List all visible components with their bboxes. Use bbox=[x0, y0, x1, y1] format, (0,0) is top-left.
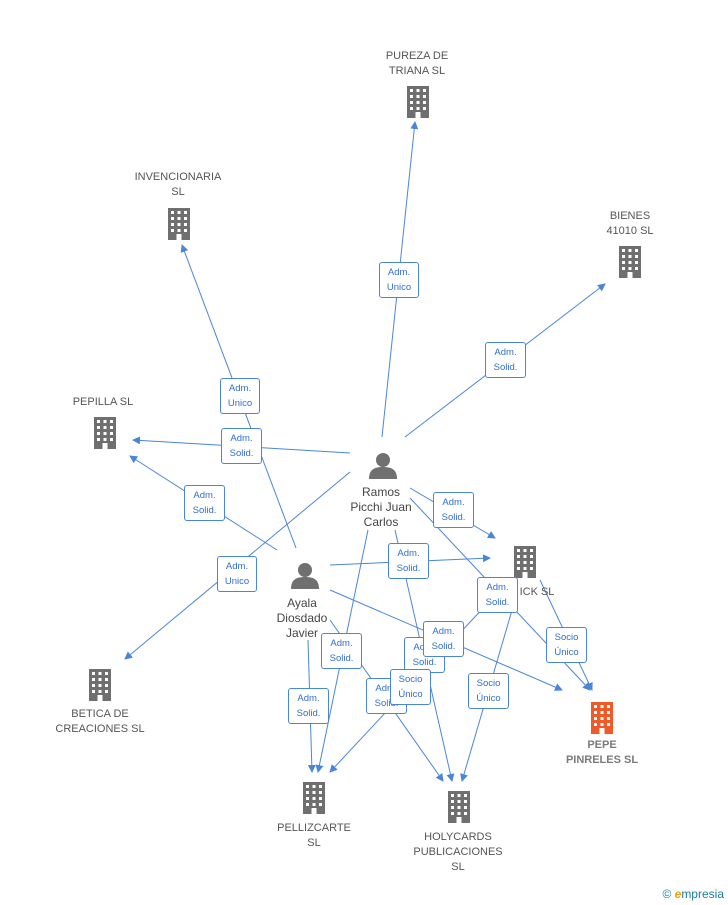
company-label-bienes[interactable]: BIENES 41010 SL bbox=[606, 210, 654, 237]
brand-name: mpresia bbox=[681, 887, 724, 901]
edge-label-ramos-pureza: Adm. Unico bbox=[379, 262, 419, 298]
pureza-building-icon[interactable] bbox=[407, 86, 429, 118]
edge-label-ramos-pepilla: Adm. Solid. bbox=[221, 428, 262, 464]
edge-label-ick-pellizcarte: Adm. Solid. bbox=[477, 577, 518, 613]
betica-building-icon[interactable] bbox=[89, 669, 111, 701]
edge-label-ick-pepe: Socio Único bbox=[546, 627, 587, 663]
person-label-ayala[interactable]: Ayala Diosdado Javier bbox=[276, 596, 328, 640]
edge-label-ayala-pepilla: Adm. Solid. bbox=[184, 485, 225, 521]
pepilla-building-icon[interactable] bbox=[94, 417, 116, 449]
pepe-building-icon[interactable] bbox=[591, 702, 613, 734]
invencionaria-building-icon[interactable] bbox=[168, 208, 190, 240]
empresia-watermark: © empresia bbox=[662, 887, 724, 901]
edge-label-ramos-bienes: Adm. Solid. bbox=[485, 342, 526, 378]
edge-label-ayala-invencionaria: Adm. Unico bbox=[220, 378, 260, 414]
edge-label-ayala-holycards: Socio Único bbox=[390, 669, 431, 705]
person-label-ramos[interactable]: Ramos Picchi Juan Carlos bbox=[350, 485, 412, 529]
company-label-pepe[interactable]: PEPE PINRELES SL bbox=[565, 739, 639, 766]
edge-label-ayala-ick: Adm. Solid. bbox=[388, 543, 429, 579]
pellizcarte-building-icon[interactable] bbox=[303, 782, 325, 814]
copyright-icon: © bbox=[662, 887, 672, 901]
company-label-invencionaria[interactable]: INVENCIONARIA SL bbox=[134, 171, 222, 198]
ick-building-icon[interactable] bbox=[514, 546, 536, 578]
company-label-ick[interactable]: ICK SL bbox=[519, 586, 555, 598]
brand-initial: e bbox=[674, 887, 682, 901]
edge-label-ramos-ick: Adm. Solid. bbox=[433, 492, 474, 528]
edge-label-ayala-pellizcarte-2: Adm. Solid. bbox=[288, 688, 329, 724]
bienes-building-icon[interactable] bbox=[619, 246, 641, 278]
edges bbox=[124, 121, 606, 782]
company-label-holycards[interactable]: HOLYCARDS PUBLICACIONES SL bbox=[413, 831, 503, 873]
edge-label-ayala-pellizcarte-1: Adm. Solid. bbox=[321, 633, 362, 669]
edge-label-ick-holycards: Socio Único bbox=[468, 673, 509, 709]
holycards-building-icon[interactable] bbox=[448, 791, 470, 823]
company-label-betica[interactable]: BETICA DE CREACIONES SL bbox=[55, 708, 145, 735]
ayala-person-icon[interactable] bbox=[291, 563, 319, 589]
company-label-pureza[interactable]: PUREZA DE TRIANA SL bbox=[385, 50, 449, 77]
company-label-pellizcarte[interactable]: PELLIZCARTE SL bbox=[277, 822, 351, 849]
company-label-pepilla[interactable]: PEPILLA SL bbox=[72, 396, 134, 408]
edge-label-ayala-pepe: Adm. Solid. bbox=[423, 621, 464, 657]
edge-label-ramos-betica: Adm. Unico bbox=[217, 556, 257, 592]
ramos-person-icon[interactable] bbox=[369, 453, 397, 479]
